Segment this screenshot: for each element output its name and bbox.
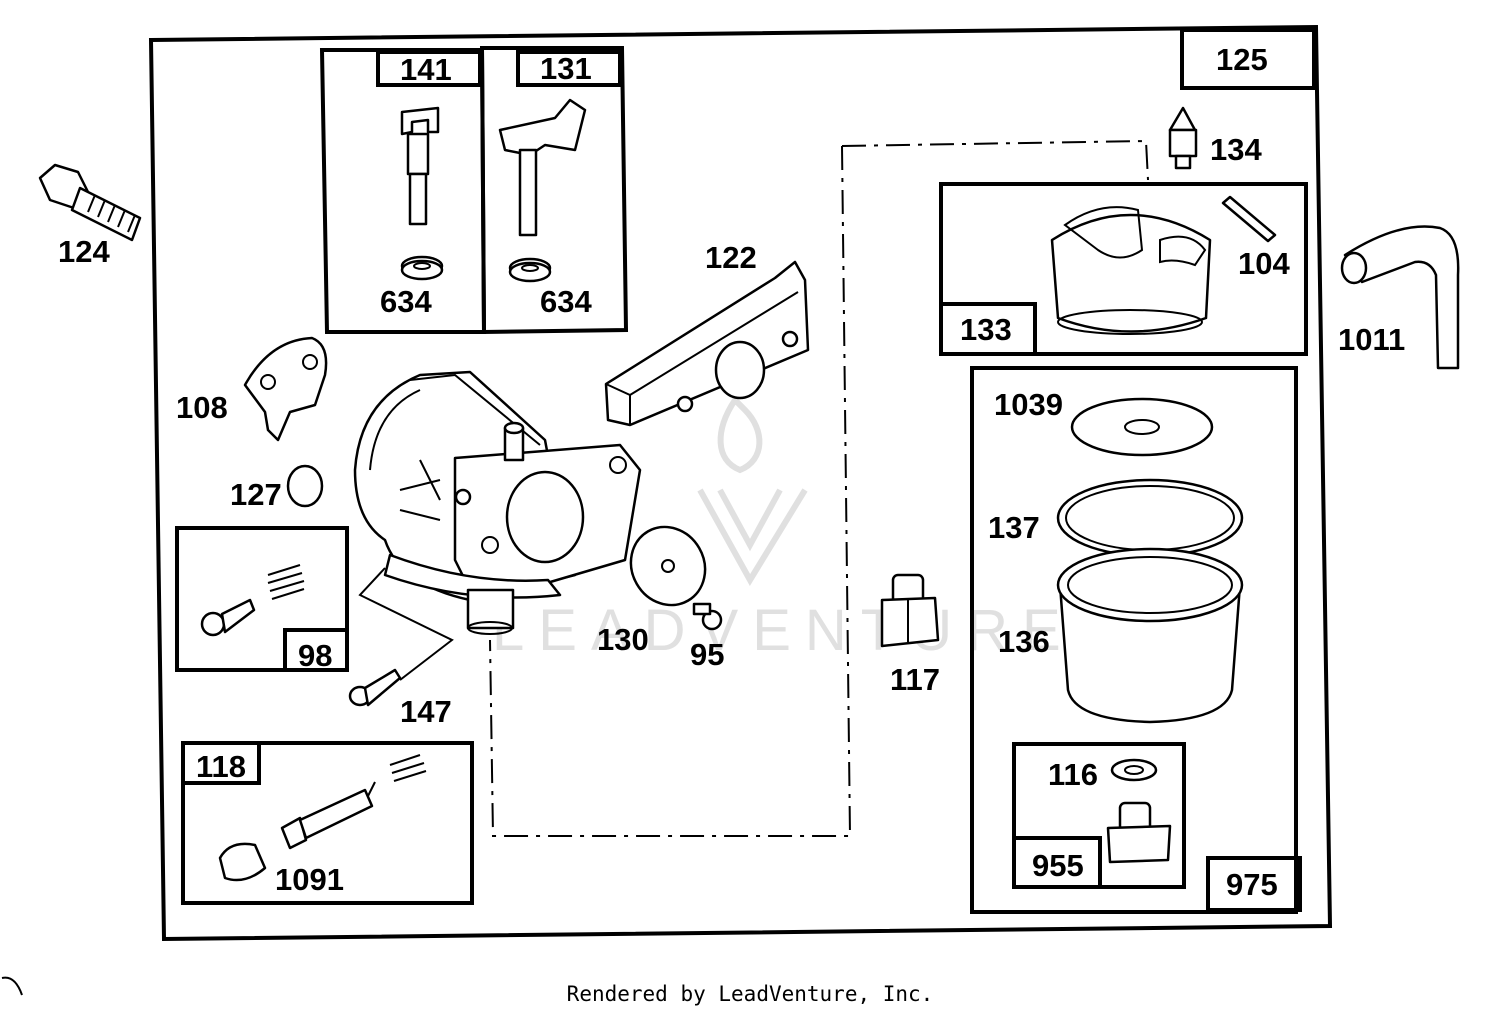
choke-shaft-131 <box>498 98 587 283</box>
dash-line-float <box>489 139 1149 837</box>
throttle-plate-108 <box>243 336 328 442</box>
float-bowl-136 <box>1056 547 1244 724</box>
label-box-98 <box>283 628 349 672</box>
label-box-955 <box>1012 836 1102 889</box>
part-label-975: 975 <box>1226 867 1278 902</box>
bowl-nut-117 <box>880 573 940 648</box>
part-label-634-right: 634 <box>540 284 592 319</box>
label-box-118 <box>181 741 261 785</box>
part-label-108: 108 <box>176 390 228 425</box>
part-label-133: 133 <box>960 312 1012 347</box>
part-label-131: 131 <box>540 51 592 86</box>
bowl-gasket-1039 <box>1070 397 1214 457</box>
kit-box-98 <box>175 526 349 672</box>
part-label-955: 955 <box>1032 848 1084 883</box>
bolt-124 <box>38 163 142 242</box>
corner-mark <box>1 976 23 996</box>
label-box-141 <box>376 50 482 87</box>
main-frame <box>148 24 1333 942</box>
label-box-131 <box>516 50 622 87</box>
part-label-117: 117 <box>890 662 940 697</box>
part-label-134: 134 <box>1210 132 1262 167</box>
spacer-gasket-122 <box>604 260 810 427</box>
part-label-125: 125 <box>1216 42 1268 77</box>
fuel-hose-1011 <box>1340 225 1460 370</box>
kit-box-131 <box>479 46 629 335</box>
main-jet-needle-1091 <box>218 754 427 882</box>
float-pin-104 <box>1221 195 1277 243</box>
part-label-98: 98 <box>298 638 332 673</box>
kit-box-118 <box>181 741 474 905</box>
part-label-124: 124 <box>58 234 110 269</box>
part-label-127: 127 <box>230 477 282 512</box>
needle-leader-line <box>358 567 454 681</box>
choke-plate-130 <box>629 525 707 607</box>
float-133 <box>1050 206 1212 335</box>
part-label-122: 122 <box>705 240 757 275</box>
welch-plug-127 <box>286 464 324 508</box>
label-box-975 <box>1206 856 1302 912</box>
part-label-634-left: 634 <box>380 284 432 319</box>
label-box-133 <box>939 302 1037 356</box>
part-label-137: 137 <box>988 510 1040 545</box>
watermark-text: LEADVENTURE <box>492 598 1075 663</box>
part-label-1011: 1011 <box>1338 322 1405 357</box>
part-label-104: 104 <box>1238 246 1290 281</box>
bowl-oring-137 <box>1056 478 1244 558</box>
bowl-nut-955 <box>1106 801 1172 864</box>
part-label-130: 130 <box>597 622 649 657</box>
part-label-1039: 1039 <box>994 387 1063 422</box>
pilot-needle-147 <box>348 668 402 707</box>
label-box-125 <box>1180 28 1316 90</box>
footer-credit: Rendered by LeadVenture, Inc. <box>566 982 934 1006</box>
part-label-1091: 1091 <box>275 862 344 897</box>
inlet-needle-134 <box>1168 106 1198 170</box>
part-label-136: 136 <box>998 624 1050 659</box>
kit-box-133 <box>939 182 1308 356</box>
idle-screw-98 <box>200 564 305 637</box>
watermark-logo: LEADVENTURE <box>492 395 1075 663</box>
part-label-141: 141 <box>400 52 452 87</box>
part-label-147: 147 <box>400 694 452 729</box>
washer-116 <box>1110 758 1158 782</box>
part-label-118: 118 <box>196 749 246 784</box>
part-label-116: 116 <box>1048 757 1098 792</box>
carburetor-body <box>353 370 642 635</box>
throttle-shaft-141 <box>400 106 444 281</box>
kit-box-975 <box>970 366 1298 914</box>
screw-95 <box>692 602 723 631</box>
part-label-95: 95 <box>690 637 724 672</box>
